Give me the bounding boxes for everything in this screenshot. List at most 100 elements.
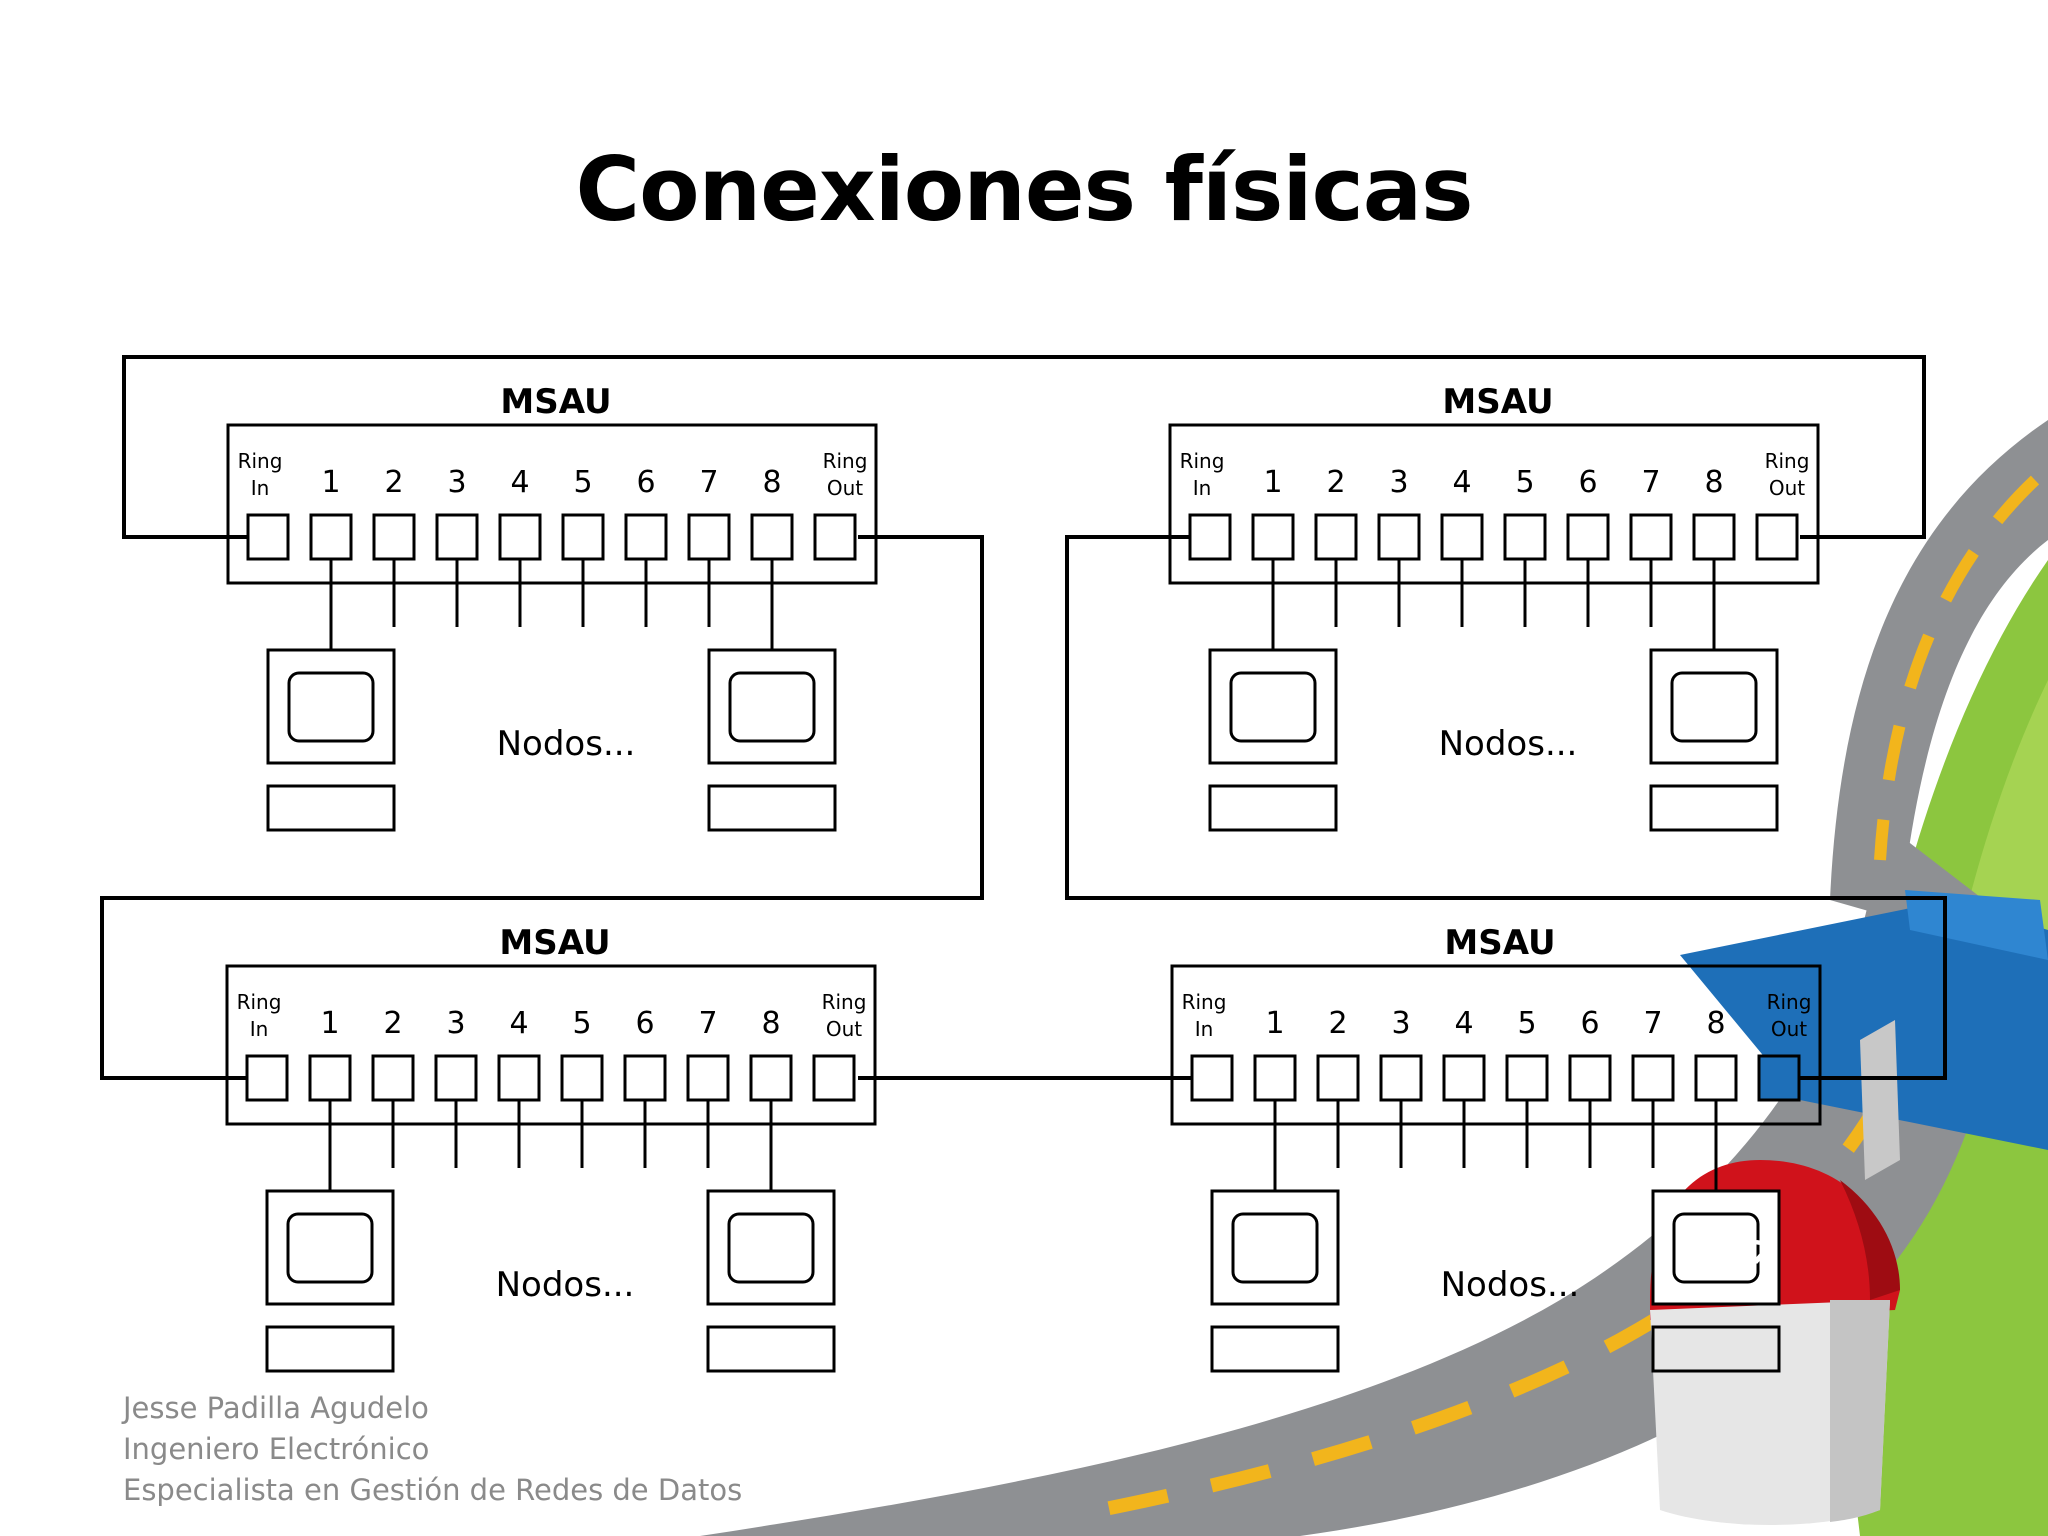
port-number-label: 6 — [635, 1006, 654, 1041]
node-computer-icon — [265, 1189, 395, 1373]
page-title: Conexiones físicas — [575, 138, 1473, 241]
ring-in-port — [246, 513, 290, 561]
msau-box — [1170, 964, 1822, 1126]
port-number-label: 4 — [509, 1006, 528, 1041]
computer-keyboard — [706, 1325, 836, 1373]
msau-label: MSAU — [1444, 923, 1555, 963]
port-6 — [1568, 1054, 1612, 1102]
author-name: Jesse Padilla Agudelo — [123, 1391, 429, 1425]
port-number-label: 1 — [321, 465, 340, 500]
sign-blue-top — [1905, 890, 2048, 960]
port-number-label: 4 — [1452, 465, 1471, 500]
port-number-label: 4 — [510, 465, 529, 500]
port-4 — [498, 513, 542, 561]
port-number-label: 4 — [1454, 1006, 1473, 1041]
ring-out-label: Out — [1769, 476, 1805, 500]
port-number-label: 7 — [698, 1006, 717, 1041]
port-number-label: 1 — [1265, 1006, 1284, 1041]
port-3 — [435, 513, 479, 561]
port-8 — [1694, 1054, 1738, 1102]
port-number-label: 5 — [1517, 1006, 1536, 1041]
port-8 — [750, 513, 794, 561]
ring-out-label: Out — [827, 476, 863, 500]
ring-in-port — [245, 1054, 289, 1102]
sign-blue-panel — [1680, 900, 2048, 1150]
author-title: Ingeniero Electrónico — [123, 1432, 430, 1466]
port-number-label: 3 — [446, 1006, 465, 1041]
port-6 — [623, 1054, 667, 1102]
node-computer-icon — [1208, 648, 1338, 832]
port-5 — [1503, 513, 1547, 561]
port-number-label: 3 — [1391, 1006, 1410, 1041]
port-number-label: 3 — [1389, 465, 1408, 500]
ring-in-label: In — [251, 476, 270, 500]
ring-out-label: Ring — [822, 990, 867, 1014]
port-number-label: 2 — [1328, 1006, 1347, 1041]
computer-screen — [1672, 1212, 1760, 1284]
port-number-label: 5 — [1515, 465, 1534, 500]
nodes-label: Nodos... — [1441, 1265, 1580, 1305]
port-7 — [686, 1054, 730, 1102]
msau-box — [1168, 423, 1820, 585]
computer-screen — [728, 671, 816, 743]
ring-out-port — [812, 1054, 856, 1102]
port-number-label: 5 — [572, 1006, 591, 1041]
ring-out-port — [1757, 1054, 1801, 1102]
computer-keyboard — [265, 1325, 395, 1373]
port-number-label: 3 — [447, 465, 466, 500]
port-4 — [1442, 1054, 1486, 1102]
port-number-label: 1 — [1263, 465, 1282, 500]
ring-out-port — [1755, 513, 1799, 561]
ring-out-label: Ring — [823, 449, 868, 473]
port-5 — [1505, 1054, 1549, 1102]
computer-keyboard — [707, 784, 837, 832]
computer-keyboard — [1649, 784, 1779, 832]
port-number-label: 8 — [762, 465, 781, 500]
node-computer-icon — [1210, 1189, 1340, 1373]
port-7 — [1631, 1054, 1675, 1102]
port-7 — [1629, 513, 1673, 561]
msau-label: MSAU — [1442, 382, 1553, 422]
port-number-label: 8 — [761, 1006, 780, 1041]
ring-in-label: Ring — [238, 449, 283, 473]
computer-screen — [286, 1212, 374, 1284]
ring-out-label: Out — [1771, 1017, 1807, 1041]
port-5 — [560, 1054, 604, 1102]
port-number-label: 7 — [1641, 465, 1660, 500]
msau-box — [225, 964, 877, 1126]
msau-label: MSAU — [500, 382, 611, 422]
port-6 — [1566, 513, 1610, 561]
computer-screen — [1229, 671, 1317, 743]
port-number-label: 8 — [1706, 1006, 1725, 1041]
port-8 — [1692, 513, 1736, 561]
node-computer-icon — [266, 648, 396, 832]
node-computer-icon — [1649, 648, 1779, 832]
ring-in-label: Ring — [1180, 449, 1225, 473]
computer-screen — [1670, 671, 1758, 743]
ring-cable-2 — [1065, 535, 1947, 1080]
ring-in-port — [1190, 1054, 1234, 1102]
port-4 — [1440, 513, 1484, 561]
computer-keyboard — [266, 784, 396, 832]
author-footer: Jesse Padilla Agudelo Ingeniero Electrón… — [123, 1388, 742, 1511]
computer-keyboard — [1210, 1325, 1340, 1373]
nodes-label: Nodos... — [497, 724, 636, 764]
port-3 — [434, 1054, 478, 1102]
port-1 — [308, 1054, 352, 1102]
computer-keyboard — [1208, 784, 1338, 832]
ring-out-label: Ring — [1767, 990, 1812, 1014]
port-3 — [1377, 513, 1421, 561]
ring-in-port — [1188, 513, 1232, 561]
port-2 — [371, 1054, 415, 1102]
port-2 — [372, 513, 416, 561]
ring-in-label: Ring — [237, 990, 282, 1014]
road-stripe-upper — [1874, 475, 2040, 861]
port-6 — [624, 513, 668, 561]
ring-cable-3 — [100, 535, 984, 1080]
ring-out-port — [813, 513, 857, 561]
sign-pole — [1860, 1020, 1900, 1180]
